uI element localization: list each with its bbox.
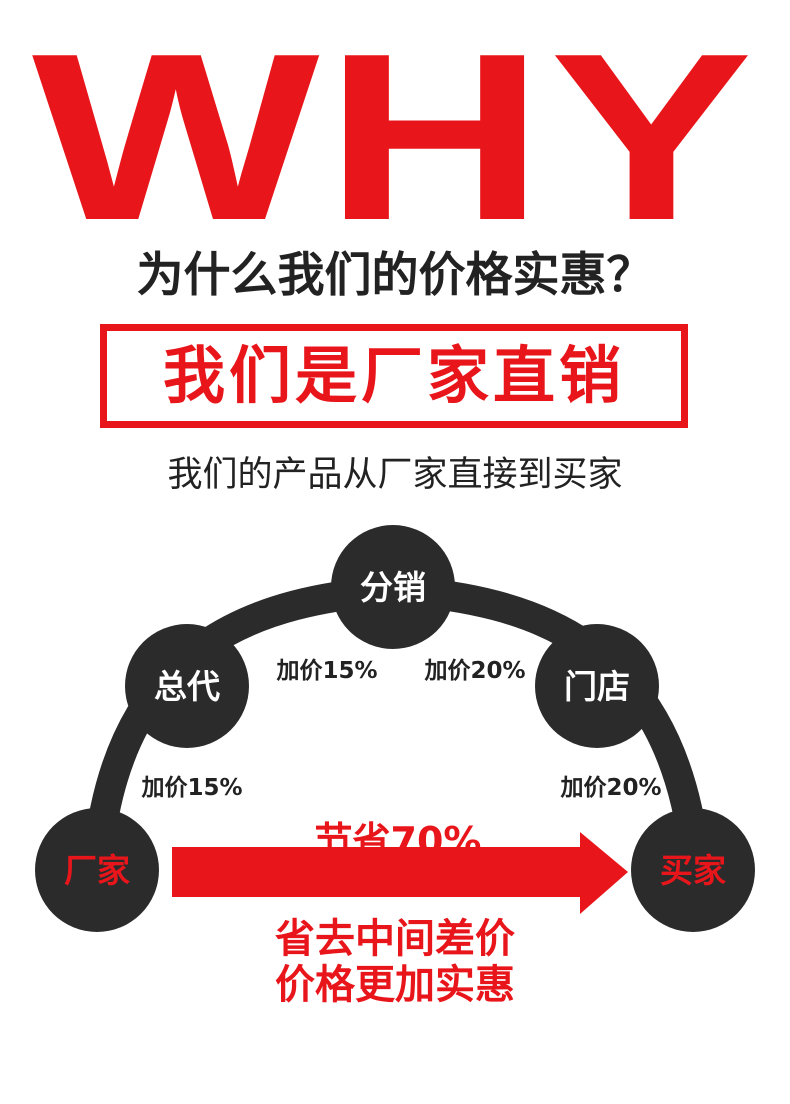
question-heading: 为什么我们的价格实惠？ xyxy=(136,248,654,303)
savings-arrow xyxy=(172,832,628,914)
node-distributor-label: 分销 xyxy=(360,568,426,607)
node-buyer: 买家 xyxy=(631,808,755,932)
markup-factory-to-agent: 加价15% xyxy=(140,775,242,801)
markup-store-to-buyer: 加价20% xyxy=(559,775,661,801)
node-store-label: 门店 xyxy=(564,667,630,706)
savings-label: 节省70% xyxy=(315,819,482,863)
factory-direct-title: 我们是厂家直销 xyxy=(162,339,625,412)
why-headline: WHY xyxy=(31,5,759,270)
factory-direct-box: 我们是厂家直销 xyxy=(100,324,688,428)
node-factory-label: 厂家 xyxy=(64,851,130,890)
node-agent: 总代 xyxy=(125,624,249,748)
node-buyer-label: 买家 xyxy=(660,851,726,890)
description-text: 我们的产品从厂家直接到买家 xyxy=(167,455,623,495)
markup-distributor-to-store: 加价20% xyxy=(423,658,525,684)
node-distributor: 分销 xyxy=(331,525,455,649)
node-store: 门店 xyxy=(535,624,659,748)
slogan-line-2: 价格更加实惠 xyxy=(275,962,515,1008)
slogan-line-1: 省去中间差价 xyxy=(275,916,515,962)
node-factory: 厂家 xyxy=(35,808,159,932)
markup-agent-to-distributor: 加价15% xyxy=(275,658,377,684)
node-agent-label: 总代 xyxy=(154,667,220,706)
